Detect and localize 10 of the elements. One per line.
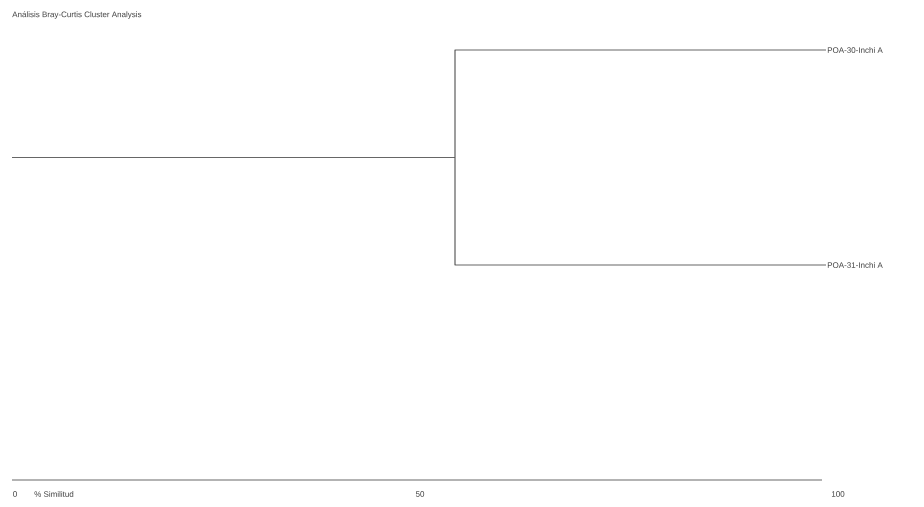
branch-line <box>12 157 455 158</box>
leaf-label: POA-31-Inchi A <box>828 262 883 268</box>
tick-label: 100 <box>832 491 844 497</box>
leaf-label: POA-30-Inchi A <box>828 47 883 53</box>
tick-label: 0 <box>13 491 17 497</box>
title: Análisis Bray-Curtis Cluster Analysis <box>12 11 142 19</box>
branch-line <box>454 157 826 266</box>
tick-label: 50 <box>416 491 424 497</box>
axis-label: % Similitud <box>34 491 74 497</box>
branch-line <box>454 50 826 158</box>
